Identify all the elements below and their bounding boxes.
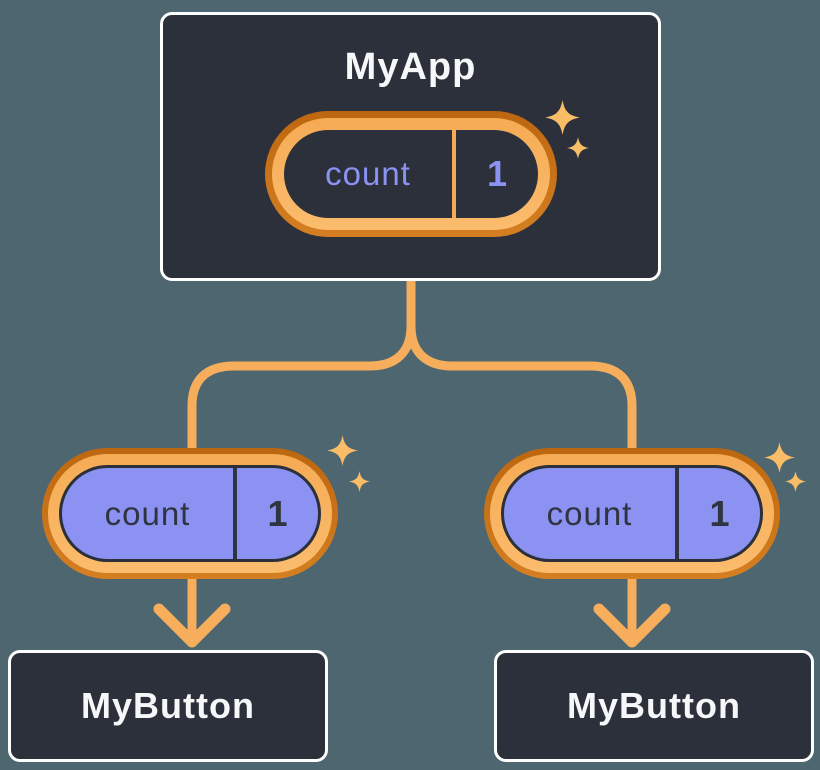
prop-name-label: count — [104, 494, 191, 532]
sparkle-icon — [327, 435, 358, 466]
pill-outline: count 1 — [59, 465, 321, 562]
sparkle-icon — [567, 137, 589, 159]
connector-line-left — [187, 281, 416, 640]
state-value-label: 1 — [486, 153, 508, 194]
pill-body: count 1 — [284, 130, 538, 218]
component-title: MyButton — [567, 685, 741, 726]
sparkle-icon — [764, 442, 795, 473]
pill-inner-ring: count 1 — [48, 454, 332, 573]
arrow-down-icon — [593, 603, 671, 648]
prop-name-label: count — [546, 494, 633, 532]
prop-value-label: 1 — [709, 492, 730, 534]
component-title: MyApp — [344, 46, 477, 88]
pill-body: count 1 — [504, 468, 760, 559]
root-state-pill: count 1 — [265, 111, 557, 237]
left-prop-pill: count 1 — [42, 448, 338, 579]
sparkle-icon — [349, 471, 370, 492]
component-title: MyButton — [81, 685, 255, 726]
pill-body: count 1 — [62, 468, 318, 559]
pill-outline: count 1 — [501, 465, 763, 562]
state-name-label: count — [325, 155, 411, 192]
connector-line-right — [406, 281, 637, 640]
prop-value-label: 1 — [267, 492, 288, 534]
mybutton-component-box-left: MyButton — [8, 650, 328, 762]
pill-divider — [452, 130, 456, 218]
pill-divider — [233, 468, 237, 559]
mybutton-component-box-right: MyButton — [494, 650, 814, 762]
right-prop-pill: count 1 — [484, 448, 780, 579]
pill-inner-ring: count 1 — [490, 454, 774, 573]
sparkle-icon — [545, 100, 580, 135]
arrow-down-icon — [153, 603, 231, 648]
pill-inner-ring: count 1 — [272, 118, 550, 230]
sparkle-icon — [785, 471, 806, 492]
pill-divider — [675, 468, 679, 559]
